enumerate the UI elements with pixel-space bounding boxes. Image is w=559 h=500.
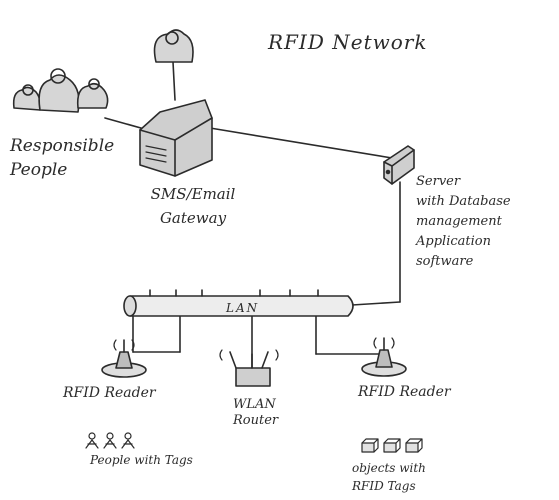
rfid-reader-icon xyxy=(101,339,147,378)
tagged-box-icon xyxy=(361,438,423,453)
server-label-line: Server xyxy=(416,174,461,189)
gateway-label-line: SMS/Email xyxy=(150,185,236,203)
lan-cable-icon xyxy=(123,289,354,317)
server-label: Server with Database management Applicat… xyxy=(416,172,556,272)
objects-with-tags-line: RFID Tags xyxy=(352,479,416,493)
wlan-router-label-line: WLAN xyxy=(233,397,276,412)
server-label-line: with Database xyxy=(416,194,511,209)
wlan-router-icon xyxy=(219,349,279,387)
objects-with-tags-label: objects with RFID Tags xyxy=(352,459,462,495)
responsible-people-line: Responsible xyxy=(10,136,115,156)
person-icon xyxy=(153,29,194,63)
rfid-reader-right-label: RFID Reader xyxy=(358,384,451,400)
wlan-router-label: WLAN Router xyxy=(233,397,293,429)
gateway-label-line: Gateway xyxy=(159,209,227,227)
rfid-reader-icon xyxy=(361,337,407,377)
server-label-line: Application xyxy=(416,234,491,249)
lan-label: LAN xyxy=(226,301,260,315)
tag-person-icon xyxy=(85,432,135,449)
server-label-line: management xyxy=(416,214,502,229)
people-with-tags-label: People with Tags xyxy=(90,453,193,467)
responsible-people-label: Responsible People xyxy=(10,134,140,182)
server-label-line: software xyxy=(416,254,474,269)
gateway-device-icon xyxy=(139,99,213,177)
responsible-people-line: People xyxy=(10,160,68,180)
responsible-people-icon xyxy=(12,68,109,113)
server-icon xyxy=(383,145,415,185)
connection-lines xyxy=(104,61,401,369)
gateway-label: SMS/Email Gateway xyxy=(133,182,253,230)
wlan-router-label-line: Router xyxy=(233,413,279,428)
diagram-title: RFID Network xyxy=(268,30,428,54)
rfid-reader-left-label: RFID Reader xyxy=(63,385,156,401)
objects-with-tags-line: objects with xyxy=(352,461,426,475)
